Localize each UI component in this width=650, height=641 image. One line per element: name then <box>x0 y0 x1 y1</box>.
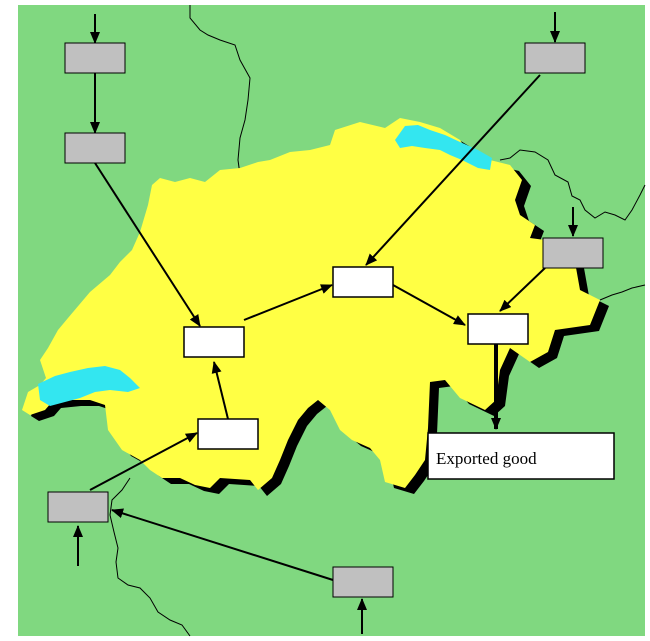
arrow-gray-topright-to-w2 <box>365 74 541 266</box>
foreign-box-left <box>64 132 126 164</box>
foreign-box-bottom <box>332 566 394 598</box>
arrow-gray-right-to-w3 <box>499 267 546 312</box>
foreign-box-right <box>542 237 604 269</box>
arrow-gray2-to-w1 <box>94 162 201 327</box>
arrow-gray-bottom-to-gray-bl <box>111 508 334 581</box>
domestic-box-center <box>332 266 394 298</box>
foreign-box-top-right <box>524 42 586 74</box>
country-shape <box>22 118 600 490</box>
foreign-boxes <box>47 42 604 598</box>
domestic-box-west <box>183 326 245 358</box>
lake-constance <box>395 125 492 170</box>
domestic-box-southwest <box>197 418 259 450</box>
foreign-box-bottom-left <box>47 491 109 523</box>
arrow-w4-to-w1 <box>211 361 229 420</box>
domestic-box-east <box>467 313 529 345</box>
arrow-gray-bl-to-w4 <box>89 432 198 491</box>
exported-good-box <box>427 432 615 480</box>
foreign-box-top-left <box>64 42 126 74</box>
flow-arrows <box>73 12 578 634</box>
lake-geneva <box>38 366 140 406</box>
arrow-w1-to-w2 <box>243 284 333 321</box>
domestic-boxes <box>183 266 529 450</box>
exported-good-label: Exported good <box>436 449 537 468</box>
foreign-border-lines <box>109 5 646 637</box>
arrow-w2-to-w3 <box>392 284 466 326</box>
